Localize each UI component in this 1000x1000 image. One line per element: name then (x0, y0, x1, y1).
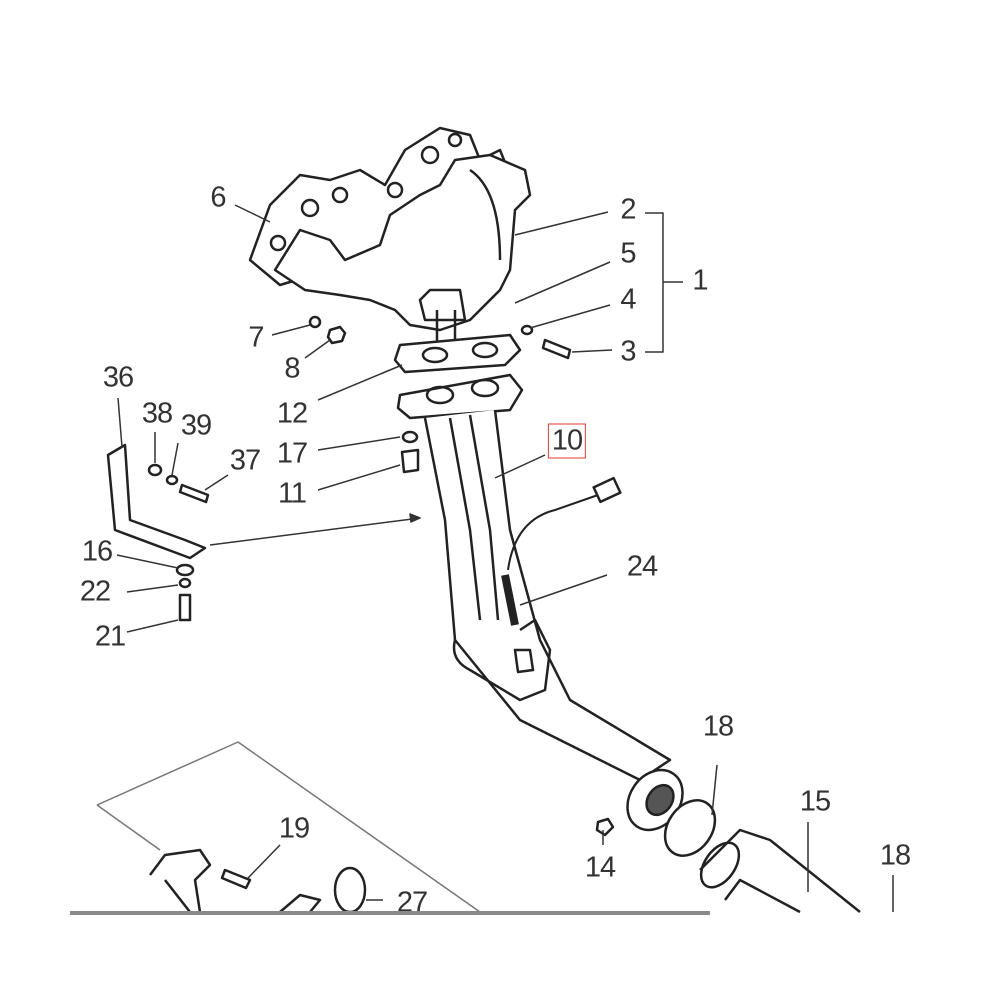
callout-37: 37 (229, 444, 261, 477)
blank-area (0, 915, 1000, 1000)
callout-6: 6 (210, 181, 226, 214)
callout-18-rear: 18 (879, 839, 911, 872)
bolt-3 (541, 338, 572, 360)
lambda-sensor (501, 574, 519, 626)
callout-10-highlighted: 10 (547, 423, 587, 459)
callout-1: 1 (692, 264, 708, 297)
callout-2: 2 (620, 193, 636, 226)
callout-5: 5 (620, 237, 636, 270)
callout-8: 8 (284, 352, 300, 385)
callout-19: 19 (278, 812, 310, 845)
callout-14: 14 (584, 851, 616, 884)
callout-22: 22 (79, 575, 111, 608)
callout-12: 12 (276, 397, 308, 430)
exhaust-manifold (273, 153, 532, 332)
rear-pipe (699, 828, 861, 914)
callout-36: 36 (102, 361, 134, 394)
callout-24: 24 (626, 550, 658, 583)
callout-11: 11 (277, 477, 307, 510)
callout-38: 38 (141, 397, 173, 430)
gasket-12 (393, 333, 522, 374)
callout-16: 16 (81, 535, 113, 568)
callout-21: 21 (94, 620, 126, 653)
bracket-36 (106, 443, 207, 560)
callout-3: 3 (620, 335, 636, 368)
callout-17: 17 (276, 437, 308, 470)
callout-18-gasket: 18 (702, 710, 734, 743)
callout-39: 39 (180, 409, 212, 442)
callout-7: 7 (248, 321, 264, 354)
callout-15: 15 (799, 785, 831, 818)
callout-4: 4 (620, 283, 636, 316)
downpipe-flange (396, 373, 524, 420)
horizontal-scrollbar[interactable] (70, 911, 710, 915)
